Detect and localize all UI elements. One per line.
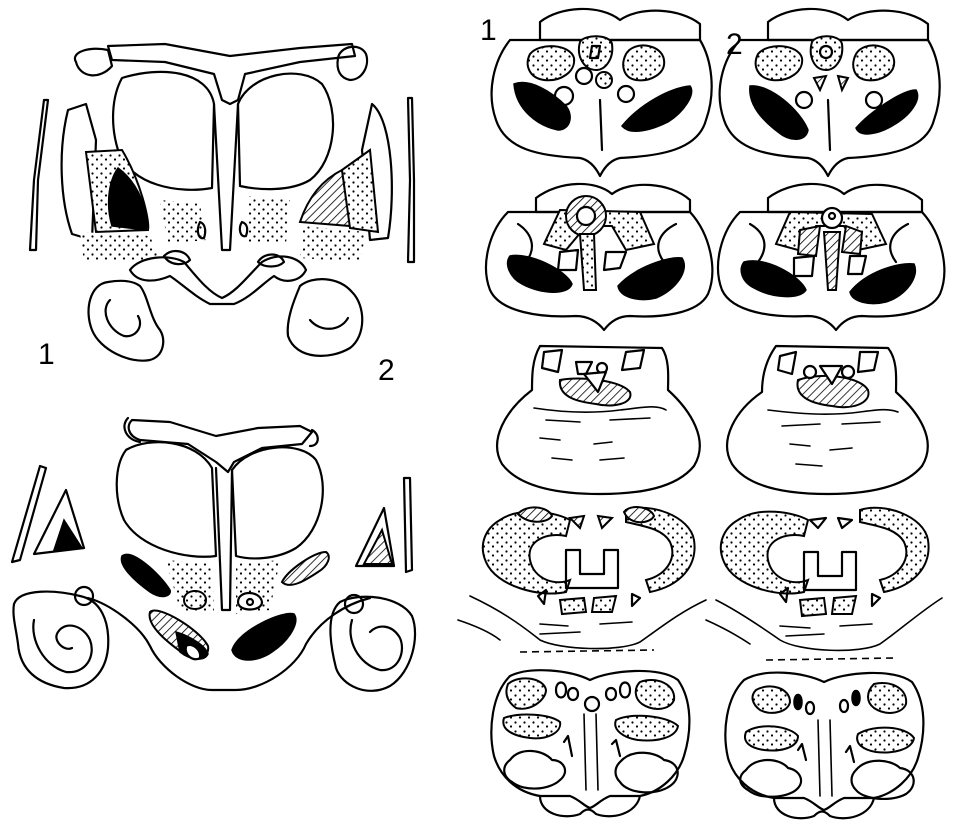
corpus-callosum (108, 44, 355, 104)
row3-left (497, 346, 700, 494)
r4r-right-arm (860, 508, 929, 592)
right-cap (338, 47, 368, 80)
row2-right (718, 184, 944, 330)
row1-left (492, 9, 712, 176)
panel-label-right-col-2: 2 (726, 30, 743, 60)
right-lower-lobe (288, 279, 363, 356)
right-dot-field (300, 226, 366, 262)
left-lower-lobe (89, 281, 164, 361)
bl-corpus-callosum (129, 420, 312, 472)
row4-left (458, 507, 706, 652)
row3-right (727, 346, 928, 494)
right-chamber (238, 74, 333, 190)
midline-septum (214, 104, 238, 250)
r4l-left-arm (483, 512, 570, 594)
right-outer-frame (408, 98, 414, 262)
r4r-left-arm (721, 512, 808, 594)
left-outer-frame (30, 100, 48, 250)
left-dot-field (80, 232, 160, 262)
bl-left-lower-lobe (13, 592, 108, 689)
r4l-u-shape (566, 550, 618, 588)
bl-right-frame (404, 478, 412, 572)
bl-right-chamber (232, 447, 323, 558)
r4r-u-shape (804, 552, 856, 590)
bl-ventral-outline (88, 598, 370, 690)
row5-left (491, 670, 689, 816)
row4-right (706, 508, 942, 660)
panel-label-top-left-1: 1 (38, 340, 55, 370)
panel-label-right-col-1: 1 (480, 16, 497, 46)
section-top-left (30, 44, 414, 361)
bl-right-hatched-nucleus (282, 552, 329, 585)
bl-right-black-pod (232, 613, 296, 660)
panel-label-top-left-2: 2 (378, 356, 395, 386)
top-left-ventral-outline (130, 256, 306, 304)
section-bottom-left (12, 418, 415, 691)
bl-left-chamber (117, 442, 216, 557)
r3l-outline (497, 346, 700, 494)
row5-right (725, 673, 923, 819)
row1-right (720, 9, 940, 176)
left-cap (75, 49, 112, 76)
bl-left-black-nucleus (121, 555, 170, 597)
row2-left (486, 184, 712, 330)
